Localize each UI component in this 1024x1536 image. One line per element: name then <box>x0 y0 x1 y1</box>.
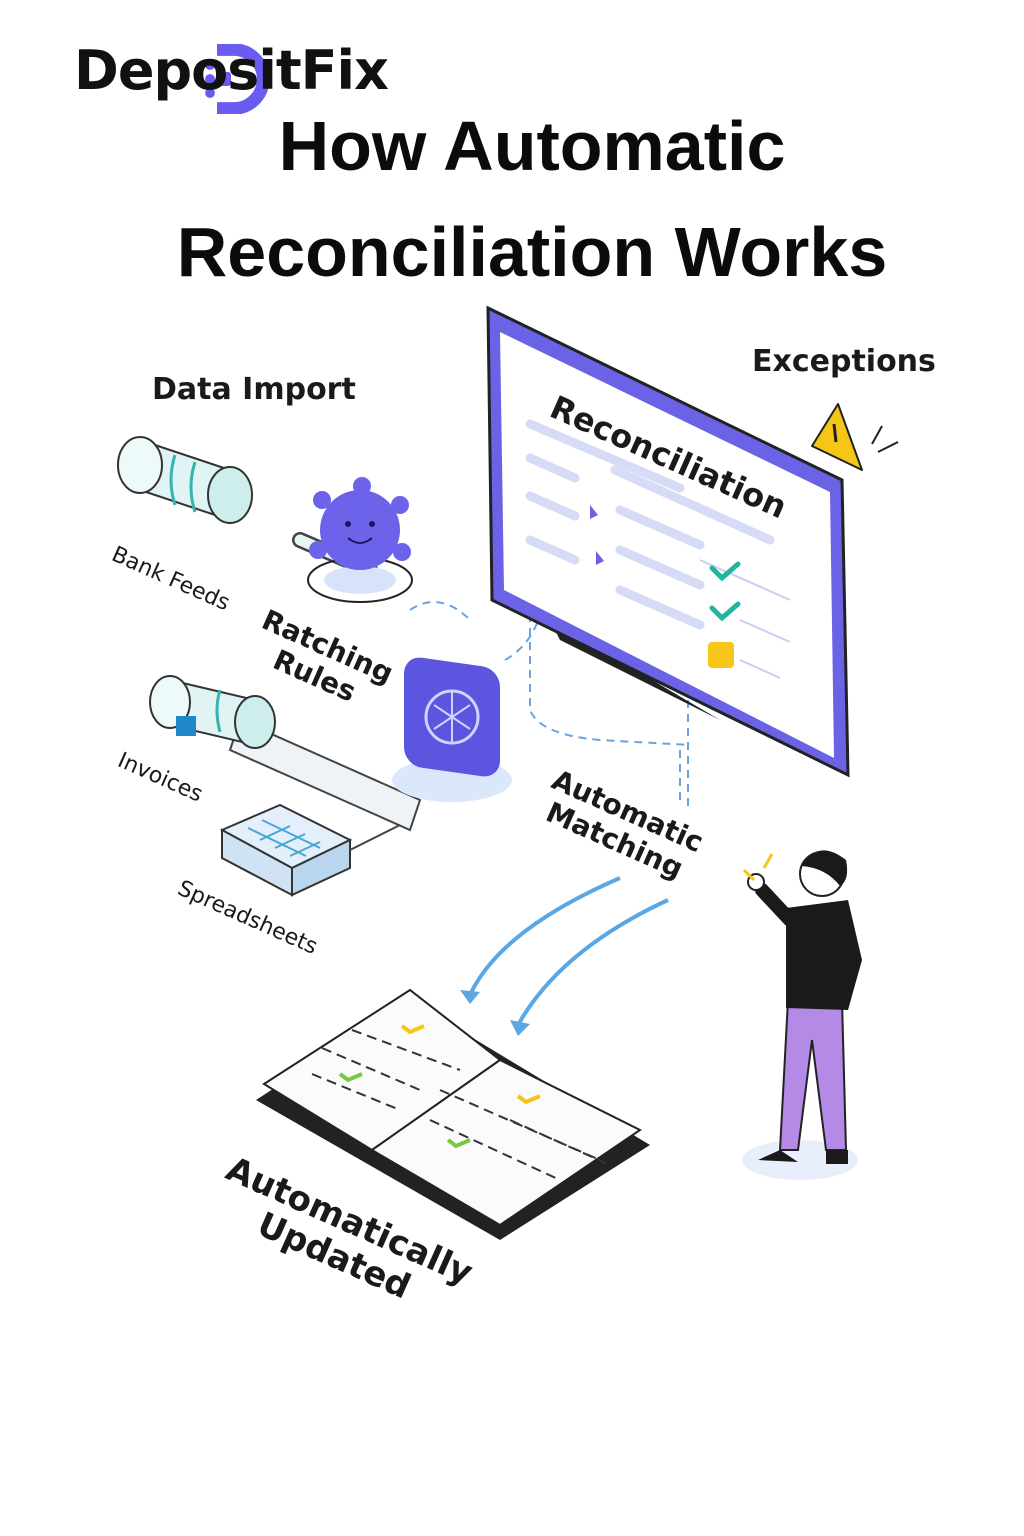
open-book-icon <box>256 988 650 1240</box>
depositfix-logo-icon <box>205 44 270 114</box>
chip-icon <box>392 657 512 802</box>
spreadsheet-box-icon <box>219 803 401 897</box>
virus-bot-icon <box>307 477 413 603</box>
monitor-icon <box>486 305 850 778</box>
exceptions-label: Exceptions <box>752 344 936 379</box>
brand-name: DepositFix <box>74 39 389 102</box>
person-icon <box>742 850 862 1180</box>
document-roll-icon <box>149 675 422 832</box>
matching-arrows <box>468 876 669 1026</box>
page-title-line-2: Reconciliation Works <box>176 213 888 291</box>
page-title-line-1: How Automatic <box>278 107 786 185</box>
data-import-label: Data Import <box>152 372 356 407</box>
warning-triangle-icon <box>811 403 899 471</box>
